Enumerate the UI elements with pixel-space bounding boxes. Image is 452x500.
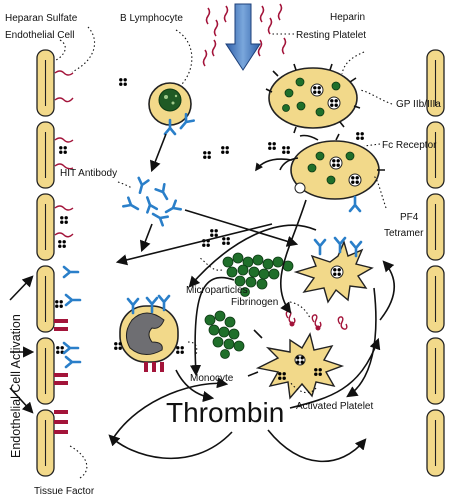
antibody-bound-platelet [255,132,385,213]
activated-platelet-upper [293,236,374,304]
label-heparin: Heparin [330,12,365,23]
label-pf4-tetramer: Tetramer [384,228,424,239]
heparin-molecules [202,3,287,67]
monocyte [114,294,184,372]
heparan-sulfate-chains [54,70,74,238]
right-endothelium [426,49,445,477]
resting-platelet [265,63,361,134]
flow-arrows [9,133,395,463]
heparin-arrow [225,3,261,71]
left-endothelium [36,49,55,477]
label-fc-receptor: Fc Receptor [382,140,437,151]
tissue-factor-bars [54,319,68,434]
hit-antibodies [122,176,182,227]
label-fibrinogen: Fibrinogen [231,297,278,308]
label-microparticles: Microparticles [186,285,248,296]
label-resting-platelet: Resting Platelet [296,30,366,41]
label-monocyte: Monocyte [190,373,234,384]
label-heparan-sulfate: Heparan Sulfate [5,13,78,24]
label-activated-platelet: Activated Platelet [296,401,373,412]
label-gp-iib-iiia: GP IIb/IIIa [396,99,441,110]
label-endothelial-cell: Endothelial Cell [5,30,75,41]
activated-platelet-lower [247,329,345,400]
label-b-lymphocyte: B Lymphocyte [120,13,183,24]
label-thrombin: Thrombin [166,397,284,428]
label-endothelial-cell-activation: Endothelial Cell Activation [9,314,23,458]
microparticles [204,252,294,359]
endothelial-bound-antibodies [62,265,82,369]
fibrinogen-bridges [285,310,348,331]
b-lymphocyte [148,82,195,136]
label-tissue-factor: Tissue Factor [34,486,95,497]
label-hit-antibody: HIT Antibody [60,168,117,179]
label-pf4: PF4 [400,212,419,223]
label-leaders [55,26,393,479]
pf4-tetramers [119,78,276,247]
